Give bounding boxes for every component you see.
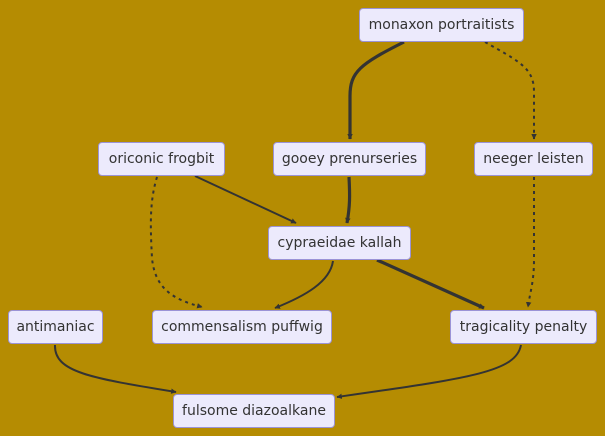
node-neeger-leisten[interactable]: neeger leisten [474,142,593,176]
node-fulsome-diazoalkane[interactable]: fulsome diazoalkane [173,394,335,428]
edge-cypraeidae-to-tragicality [376,258,485,310]
edge-antimaniac-to-fulsome [53,344,177,394]
node-oriconic-frogbit[interactable]: oriconic frogbit [98,142,225,176]
edge-oriconic-to-cypraeidae [194,175,297,224]
edge-oriconic-to-commensalism [149,176,203,309]
node-commensalism-puffwig[interactable]: commensalism puffwig [152,310,332,344]
node-cypraeidae-kallah[interactable]: cypraeidae kallah [268,226,411,260]
node-monaxon-portraitists[interactable]: monaxon portraitists [359,8,524,42]
edge-gooey-to-cypraeidae [345,176,352,224]
edge-neeger-to-tragicality [525,177,535,308]
node-antimaniac[interactable]: antimaniac [8,310,103,344]
edge-tragicality-to-fulsome [336,344,522,400]
node-tragicality-penalty[interactable]: tragicality penalty [450,310,597,344]
edge-monaxon-to-neeger [484,41,537,140]
edge-monaxon-to-gooey [347,40,405,140]
node-gooey-prenurseries[interactable]: gooey prenurseries [273,142,426,176]
edge-cypraeidae-to-commensalism [274,260,334,309]
